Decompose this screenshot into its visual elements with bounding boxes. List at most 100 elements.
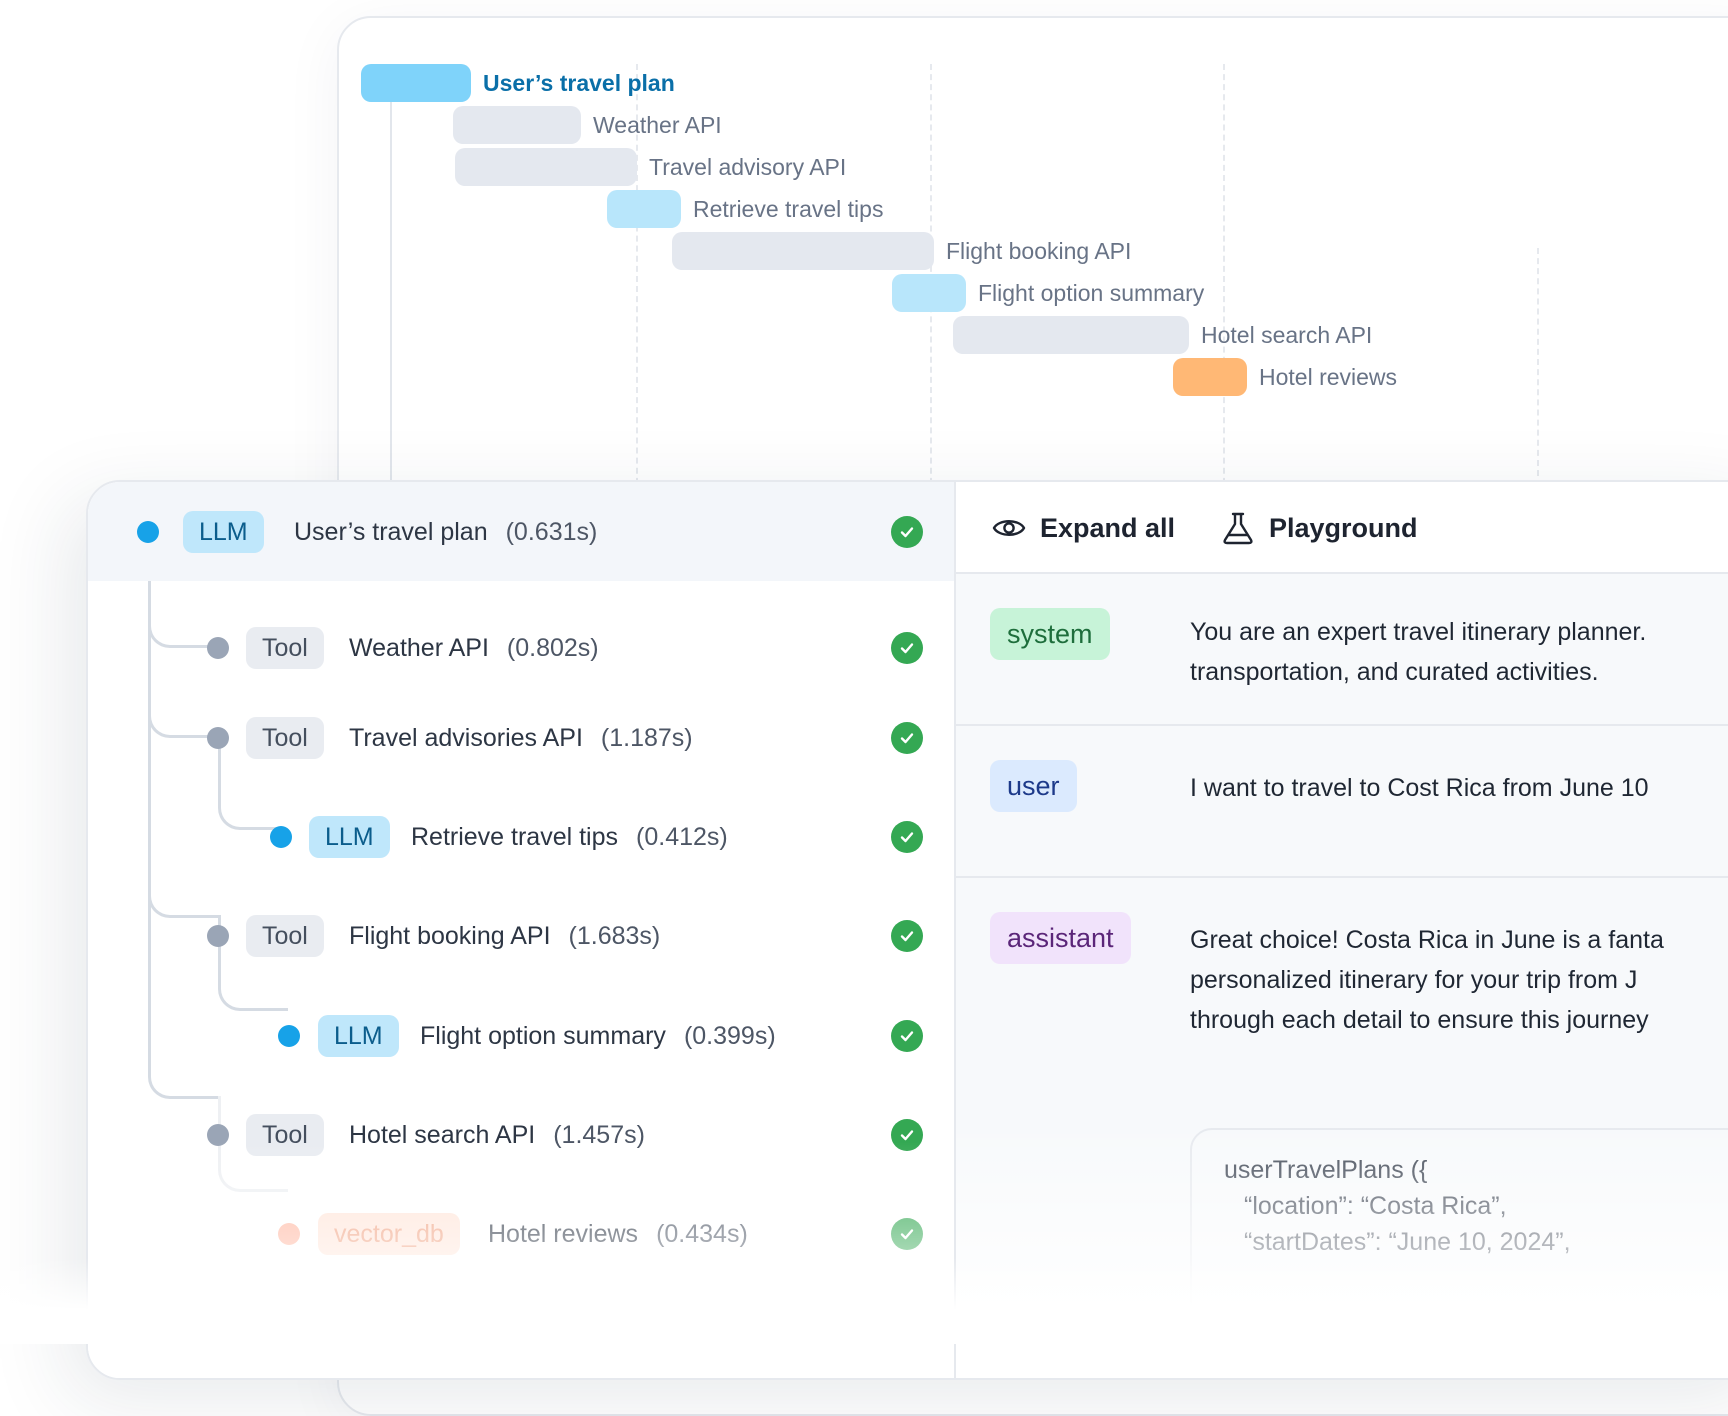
eye-icon xyxy=(992,520,1026,536)
span-name: Travel advisories API xyxy=(349,724,583,752)
bottom-fade xyxy=(0,1258,1728,1344)
success-check-icon xyxy=(891,821,923,853)
span-label: Travel advisories API (1.187s) xyxy=(349,717,693,759)
message-line: transportation, and curated activities. xyxy=(1190,658,1599,686)
timeline-label: User’s travel plan xyxy=(483,69,675,96)
span-duration: (1.457s) xyxy=(553,1121,645,1149)
timeline-row[interactable]: Flight option summary xyxy=(892,274,1204,312)
llm-node-dot xyxy=(278,1025,300,1047)
success-check-icon xyxy=(891,1218,923,1250)
timeline-label: Hotel search API xyxy=(1201,321,1373,348)
success-check-icon xyxy=(891,632,923,664)
message-system: system You are an expert travel itinerar… xyxy=(956,574,1728,726)
message-line: Great choice! Costa Rica in June is a fa… xyxy=(1190,926,1664,954)
timeline-bar[interactable] xyxy=(607,190,681,228)
timeline-bar[interactable] xyxy=(953,316,1189,354)
expand-all-button[interactable]: Expand all xyxy=(992,482,1175,574)
message-text: You are an expert travel itinerary plann… xyxy=(1190,612,1728,692)
span-duration: (1.187s) xyxy=(600,724,693,752)
span-duration: (0.412s) xyxy=(636,823,728,851)
message-line: through each detail to ensure this journ… xyxy=(1190,1006,1649,1034)
trace-detail-panel: LLM User’s travel plan (0.631s) Tool Weat… xyxy=(86,480,1728,1380)
timeline-label: Flight option summary xyxy=(978,279,1205,306)
timeline-bar[interactable] xyxy=(892,274,966,312)
timeline-axis xyxy=(390,64,392,524)
message-line: personalized itinerary for your trip fro… xyxy=(1190,966,1638,994)
message-panel: Expand all Playground system You are an … xyxy=(954,482,1728,1378)
timeline-gridline xyxy=(1537,248,1539,688)
span-name: User’s travel plan xyxy=(294,518,488,546)
timeline-bar[interactable] xyxy=(453,106,581,144)
span-name: Hotel search API xyxy=(349,1121,536,1149)
playground-button[interactable]: Playground xyxy=(1221,482,1418,574)
kind-badge: Tool xyxy=(246,627,324,669)
kind-badge: Tool xyxy=(246,1114,324,1156)
span-row[interactable]: LLM Retrieve travel tips(0.412s) xyxy=(88,779,954,878)
timeline-bar[interactable] xyxy=(672,232,934,270)
timeline-row[interactable]: Hotel reviews xyxy=(1173,358,1397,396)
kind-badge: LLM xyxy=(318,1015,399,1057)
message-text: Great choice! Costa Rica in June is a fa… xyxy=(1190,920,1728,1040)
span-label: Hotel search API (1.457s) xyxy=(349,1114,645,1156)
expand-all-label: Expand all xyxy=(1040,512,1176,543)
success-check-icon xyxy=(891,516,923,548)
span-row[interactable]: Tool Weather API (0.802s) xyxy=(88,581,954,680)
kind-badge: Tool xyxy=(246,717,324,759)
span-name: Hotel reviews xyxy=(488,1220,639,1248)
llm-node-dot xyxy=(270,826,292,848)
kind-badge: vector_db xyxy=(318,1213,460,1255)
kind-badge: LLM xyxy=(183,511,264,553)
role-badge-assistant: assistant xyxy=(990,912,1131,964)
span-name: Flight option summary xyxy=(420,1022,666,1050)
timeline-row[interactable]: User’s travel plan xyxy=(361,64,675,102)
timeline-row[interactable]: Hotel search API xyxy=(953,316,1372,354)
span-row[interactable]: LLM Flight option summary (0.399s) xyxy=(88,977,954,1076)
span-duration: (0.802s) xyxy=(506,634,599,662)
timeline-label: Retrieve travel tips xyxy=(693,195,884,222)
span-tree: LLM User’s travel plan (0.631s) Tool Weat… xyxy=(88,482,954,1378)
timeline-row[interactable]: Retrieve travel tips xyxy=(607,190,883,228)
timeline-row[interactable]: Travel advisory API xyxy=(455,148,846,186)
kind-badge: LLM xyxy=(309,816,390,858)
code-line: “startDates”: “June 10, 2024”, xyxy=(1244,1228,1571,1256)
span-duration: (0.631s) xyxy=(505,518,598,546)
llm-node-dot xyxy=(137,521,159,543)
span-name: Flight booking API xyxy=(349,922,551,950)
timeline-label: Travel advisory API xyxy=(649,153,847,180)
tree-connector xyxy=(218,735,280,830)
tree-connector xyxy=(218,915,288,1011)
timeline-label: Weather API xyxy=(593,111,722,138)
timeline-label: Flight booking API xyxy=(946,237,1132,264)
vector-db-node-dot xyxy=(278,1223,300,1245)
success-check-icon xyxy=(891,1020,923,1052)
span-label: Flight booking API(1.683s) xyxy=(349,915,660,957)
message-toolbar: Expand all Playground xyxy=(956,482,1728,574)
timeline-row[interactable]: Weather API xyxy=(453,106,722,144)
role-badge-system: system xyxy=(990,608,1110,660)
span-row[interactable]: Tool Flight booking API(1.683s) xyxy=(88,878,954,977)
message-user: user I want to travel to Cost Rica from … xyxy=(956,726,1728,878)
span-name: Weather API xyxy=(349,634,489,662)
span-label: Flight option summary (0.399s) xyxy=(420,1015,776,1057)
span-label: Hotel reviews(0.434s) xyxy=(488,1213,748,1255)
timeline-gridline xyxy=(1223,64,1225,504)
message-text: I want to travel to Cost Rica from June … xyxy=(1190,768,1728,808)
span-row[interactable]: LLM User’s travel plan (0.631s) xyxy=(88,482,954,581)
span-duration: (0.399s) xyxy=(683,1022,776,1050)
timeline-bar[interactable] xyxy=(361,64,471,102)
tool-node-dot xyxy=(207,727,229,749)
span-label: User’s travel plan (0.631s) xyxy=(294,511,597,553)
tree-connector xyxy=(148,535,218,1099)
span-label: Retrieve travel tips(0.412s) xyxy=(411,816,728,858)
timeline-row[interactable]: Flight booking API xyxy=(672,232,1131,270)
timeline-bar[interactable] xyxy=(1173,358,1247,396)
code-line: “location”: “Costa Rica”, xyxy=(1244,1192,1507,1220)
span-row[interactable]: Tool Hotel search API (1.457s) xyxy=(88,1076,954,1175)
role-badge-user: user xyxy=(990,760,1077,812)
message-line: I want to travel to Cost Rica from June … xyxy=(1190,774,1649,802)
timeline-bar[interactable] xyxy=(455,148,637,186)
span-label: Weather API (0.802s) xyxy=(349,627,599,669)
success-check-icon xyxy=(891,920,923,952)
success-check-icon xyxy=(891,722,923,754)
span-row[interactable]: Tool Travel advisories API (1.187s) xyxy=(88,680,954,779)
